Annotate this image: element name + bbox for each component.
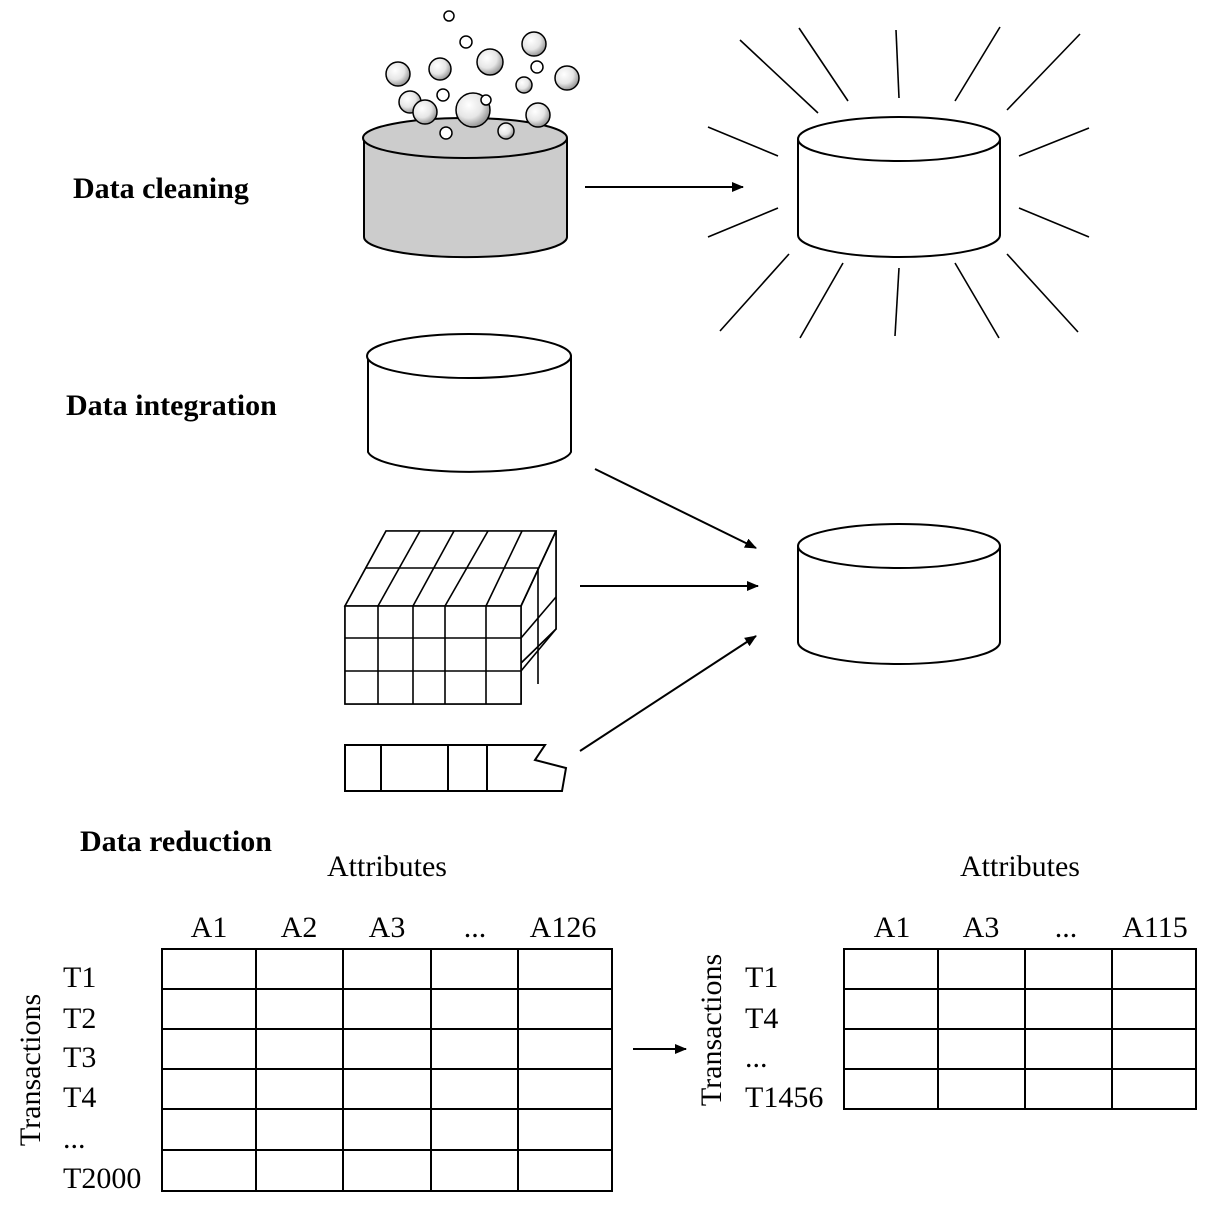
original-column-header: A2 xyxy=(281,911,318,944)
reduced-transactions-label: Transactions xyxy=(695,954,728,1106)
original-row-label: T2 xyxy=(63,1002,96,1035)
shine-rays-icon xyxy=(707,26,1090,339)
reduced-attributes-label: Attributes xyxy=(960,850,1080,883)
original-column-header: ... xyxy=(464,911,487,944)
original-column-header: A126 xyxy=(530,911,597,944)
data-cube-icon xyxy=(343,530,558,705)
dirty-database-icon xyxy=(362,117,568,259)
original-transactions-label: Transactions xyxy=(14,994,47,1146)
flat-file-icon xyxy=(344,744,568,792)
data-integration-label: Data integration xyxy=(66,389,277,422)
reduced-row-label: T1456 xyxy=(745,1081,823,1114)
integration-arrow-database xyxy=(594,468,757,549)
data-reduction-label: Data reduction xyxy=(80,825,272,858)
clean-database-icon xyxy=(797,116,1001,258)
reduced-column-header: ... xyxy=(1055,911,1078,944)
original-attributes-label: Attributes xyxy=(327,850,447,883)
original-column-header: A3 xyxy=(369,911,406,944)
dirt-bubbles-icon xyxy=(385,10,580,140)
original-row-label: T2000 xyxy=(63,1162,141,1195)
original-table-grid xyxy=(161,948,613,1192)
reduced-column-header: A1 xyxy=(874,911,911,944)
reduced-table-grid xyxy=(843,948,1197,1110)
original-row-label: T3 xyxy=(63,1041,96,1074)
source-database-icon xyxy=(366,333,572,473)
reduced-row-label: T1 xyxy=(745,961,778,994)
original-row-label: T4 xyxy=(63,1081,96,1114)
reduced-column-header: A3 xyxy=(963,911,1000,944)
reduced-column-header: A115 xyxy=(1122,911,1188,944)
original-row-label: T1 xyxy=(63,961,96,994)
original-row-label: ... xyxy=(63,1122,86,1155)
reduced-row-label: ... xyxy=(745,1041,768,1074)
original-column-header: A1 xyxy=(191,911,228,944)
data-cleaning-label: Data cleaning xyxy=(73,172,249,205)
integrated-database-icon xyxy=(797,523,1001,665)
reduced-row-label: T4 xyxy=(745,1002,778,1035)
integration-arrow-file xyxy=(579,635,757,752)
